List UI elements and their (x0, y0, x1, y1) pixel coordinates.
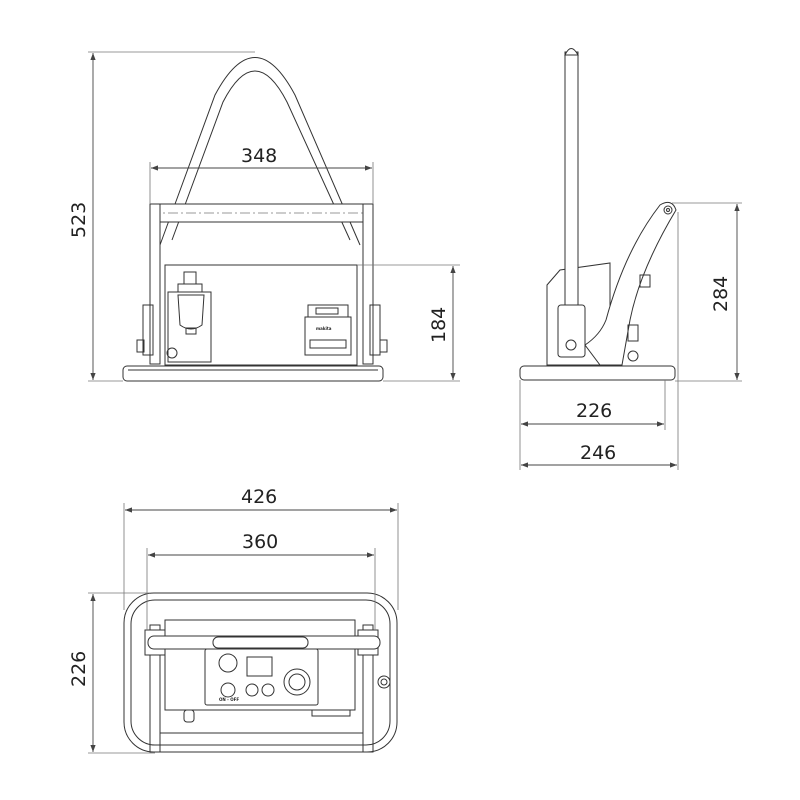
side-base-plate (519, 365, 676, 381)
dim-overall-depth-top: 226 (68, 651, 90, 687)
power-switch-label: ON - OFF (219, 697, 239, 702)
battery-pack: makita (304, 304, 352, 356)
front-view: makita 523 348 184 (68, 51, 460, 382)
side-view: 226 246 284 (519, 48, 742, 470)
front-handle (159, 57, 361, 246)
side-pole (564, 51, 579, 308)
front-base-plate (122, 365, 384, 382)
filter-unit (166, 271, 212, 363)
front-right-post (362, 203, 374, 365)
top-handle-bar (147, 635, 381, 650)
dim-arm-height: 284 (710, 276, 732, 312)
dim-base-depth: 226 (576, 400, 612, 422)
power-button (220, 682, 236, 698)
top-housing (164, 619, 356, 711)
side-arm (584, 201, 677, 366)
dim-overall-width: 426 (241, 486, 277, 508)
panel-button-2 (245, 683, 259, 697)
panel-button-3 (261, 683, 275, 697)
battery-brand-label: makita (316, 326, 332, 331)
front-housing (164, 264, 358, 366)
gauge-icon (218, 653, 238, 673)
dim-housing-height: 184 (428, 307, 450, 343)
front-left-post (149, 203, 161, 365)
control-panel: ON - OFF (204, 648, 319, 706)
regulator-knob (283, 668, 311, 696)
display-window (246, 656, 273, 677)
dim-overall-depth-side: 246 (580, 442, 616, 464)
top-view: ON - OFF 426 360 226 (68, 486, 399, 754)
dim-overall-height: 523 (68, 202, 90, 238)
dim-frame-width-front: 348 (241, 145, 277, 167)
side-bracket (557, 304, 586, 358)
dim-frame-width-top: 360 (242, 531, 278, 553)
